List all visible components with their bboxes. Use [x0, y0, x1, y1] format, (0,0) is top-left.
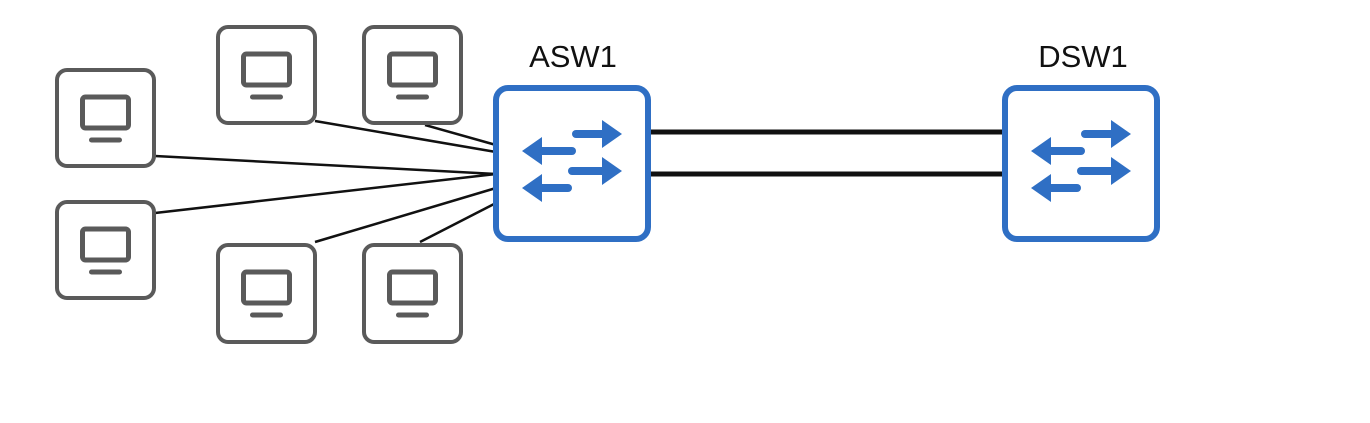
- pc-icon: [362, 243, 463, 344]
- pc-icon: [55, 200, 156, 300]
- pc-icon: [55, 68, 156, 168]
- switch-label-asw1: ASW1: [529, 39, 617, 74]
- link-pc4-asw1: [314, 186, 497, 244]
- switch-label-dsw1: DSW1: [1038, 39, 1128, 74]
- uplinks: [648, 129, 1004, 177]
- pc-icon: [216, 25, 317, 125]
- switch-asw1: ASW1: [493, 39, 651, 242]
- link-pc5-asw1: [424, 123, 497, 147]
- pc-icon: [216, 243, 317, 344]
- host-links: [154, 119, 497, 244]
- link-pc6-asw1: [419, 201, 497, 244]
- link-pc3-asw1: [314, 119, 497, 154]
- link-pc2-asw1: [154, 172, 497, 215]
- switch-dsw1: DSW1: [1002, 39, 1160, 242]
- pc-icon: [362, 25, 463, 125]
- link-pc1-asw1: [154, 154, 497, 176]
